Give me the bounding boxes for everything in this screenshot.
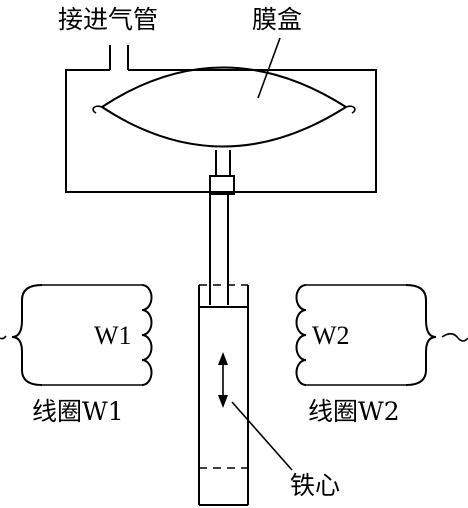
- coil-w1: [0, 284, 153, 386]
- coil-w2: [295, 284, 468, 386]
- coil-w2-caption: 线圈W2: [308, 397, 400, 426]
- core-leader: [231, 401, 293, 471]
- diaphragm-capsule: [92, 66, 356, 148]
- capsule-housing: [65, 69, 377, 193]
- coil-w2-inner-label: W2: [312, 321, 350, 350]
- capsule-label: 膜盒: [252, 5, 302, 34]
- core-label: 铁心: [290, 471, 340, 500]
- motion-arrow-icon: [218, 352, 228, 408]
- inlet-label: 接进气管: [58, 5, 158, 34]
- rod-joint: [209, 175, 235, 195]
- coil-w1-caption: 线圈W1: [32, 397, 124, 426]
- capsule-leader: [257, 37, 281, 99]
- inlet-pipe: [109, 45, 129, 70]
- push-rod: [209, 150, 231, 305]
- core-tube: [198, 284, 249, 506]
- coil-w1-inner-label: W1: [94, 321, 132, 350]
